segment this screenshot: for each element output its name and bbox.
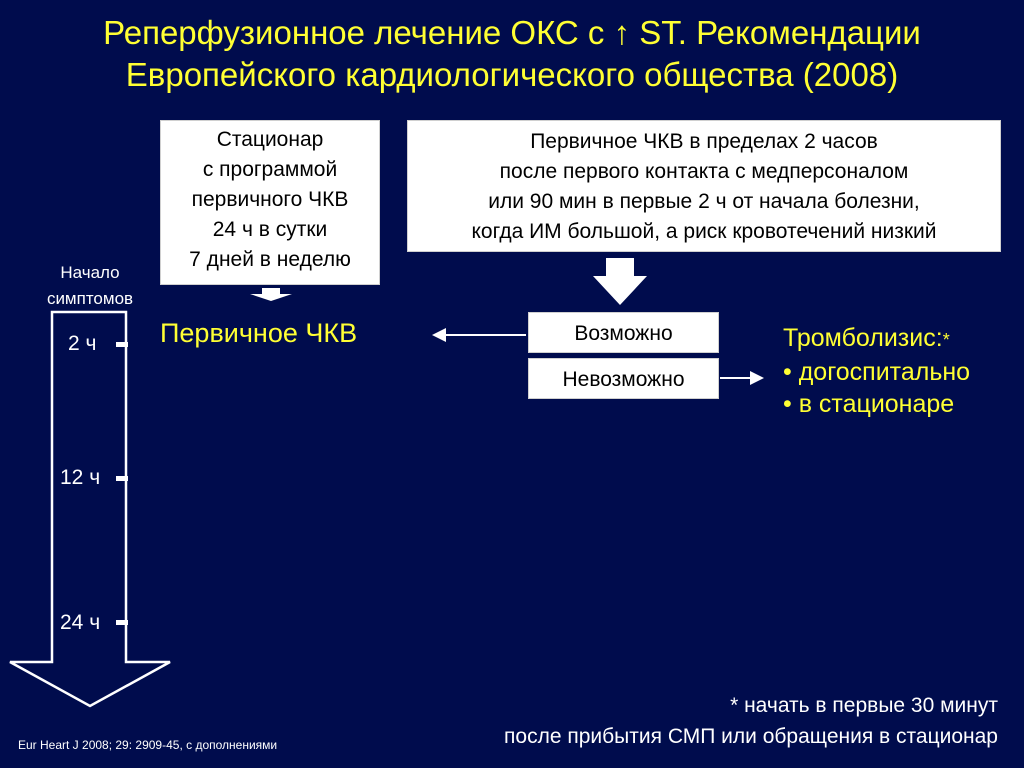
tick-label-2h: 2 ч <box>68 332 97 355</box>
tick-label-24h: 24 ч <box>60 611 101 634</box>
impossible-box: Невозможно <box>528 358 719 399</box>
tick-mark-2h <box>116 342 128 347</box>
possible-box: Возможно <box>528 312 719 353</box>
hospital-box-line: с программой <box>202 158 338 181</box>
thrombolysis-block: Тромболизис:* • догоспитально • в стацио… <box>783 322 970 420</box>
thrombolysis-item-prehospital: • догоспитально <box>783 358 971 386</box>
footnote-line2: после прибытия СМП или обращения в стаци… <box>504 725 998 748</box>
thrombolysis-heading-line: Тромболизис:* <box>783 322 970 356</box>
thrombolysis-heading: Тромболизис: <box>783 324 943 352</box>
symptom-onset-label: Начало симптомов <box>30 260 150 312</box>
footnote: * начать в первые 30 минут после прибыти… <box>504 690 998 752</box>
page-title-line2: Европейского кардиологического общества … <box>125 56 899 93</box>
tick-label-12h: 12 ч <box>60 466 101 489</box>
citation: Eur Heart J 2008; 29: 2909-45, с дополне… <box>18 738 278 752</box>
page-title-line1: Реперфузионное лечение ОКС с ↑ ST. Реком… <box>103 14 921 51</box>
symptom-onset-line2: симптомов <box>46 289 134 308</box>
hospital-pci-box: Стационар с программой первичного ЧКВ 24… <box>160 120 380 285</box>
footnote-line1: * начать в первые 30 минут <box>730 694 998 717</box>
pci-criteria-box: Первичное ЧКВ в пределах 2 часов после п… <box>407 120 1001 252</box>
primary-pci-label: Первичное ЧКВ <box>160 318 358 348</box>
criteria-box-line: после первого контакта с медперсоналом <box>499 160 909 183</box>
criteria-box-line: Первичное ЧКВ в пределах 2 часов <box>530 130 878 153</box>
hospital-box-line: первичного ЧКВ <box>191 188 349 211</box>
tick-mark-24h <box>116 620 128 625</box>
thrombolysis-item-hospital: • в стационаре <box>783 390 955 418</box>
hospital-box-line: 24 ч в сутки <box>212 218 328 241</box>
tick-mark-12h <box>116 476 128 481</box>
criteria-down-arrow <box>593 258 647 305</box>
page-title: Реперфузионное лечение ОКС с ↑ ST. Реком… <box>0 12 1024 96</box>
criteria-box-line: или 90 мин в первые 2 ч от начала болезн… <box>488 190 920 213</box>
criteria-box-line: когда ИМ большой, а риск кровотечений ни… <box>471 220 937 243</box>
hospital-box-line: 7 дней в неделю <box>189 248 351 271</box>
possible-to-pci-arrow-head <box>432 328 446 342</box>
hospital-down-arrow <box>250 288 292 301</box>
symptom-onset-line1: Начало <box>60 263 120 282</box>
hospital-box-line: Стационар <box>216 128 324 151</box>
timeline-arrow <box>9 310 171 708</box>
thrombolysis-star: * <box>942 330 950 350</box>
impossible-to-thrombolysis-arrow-head <box>750 371 764 385</box>
